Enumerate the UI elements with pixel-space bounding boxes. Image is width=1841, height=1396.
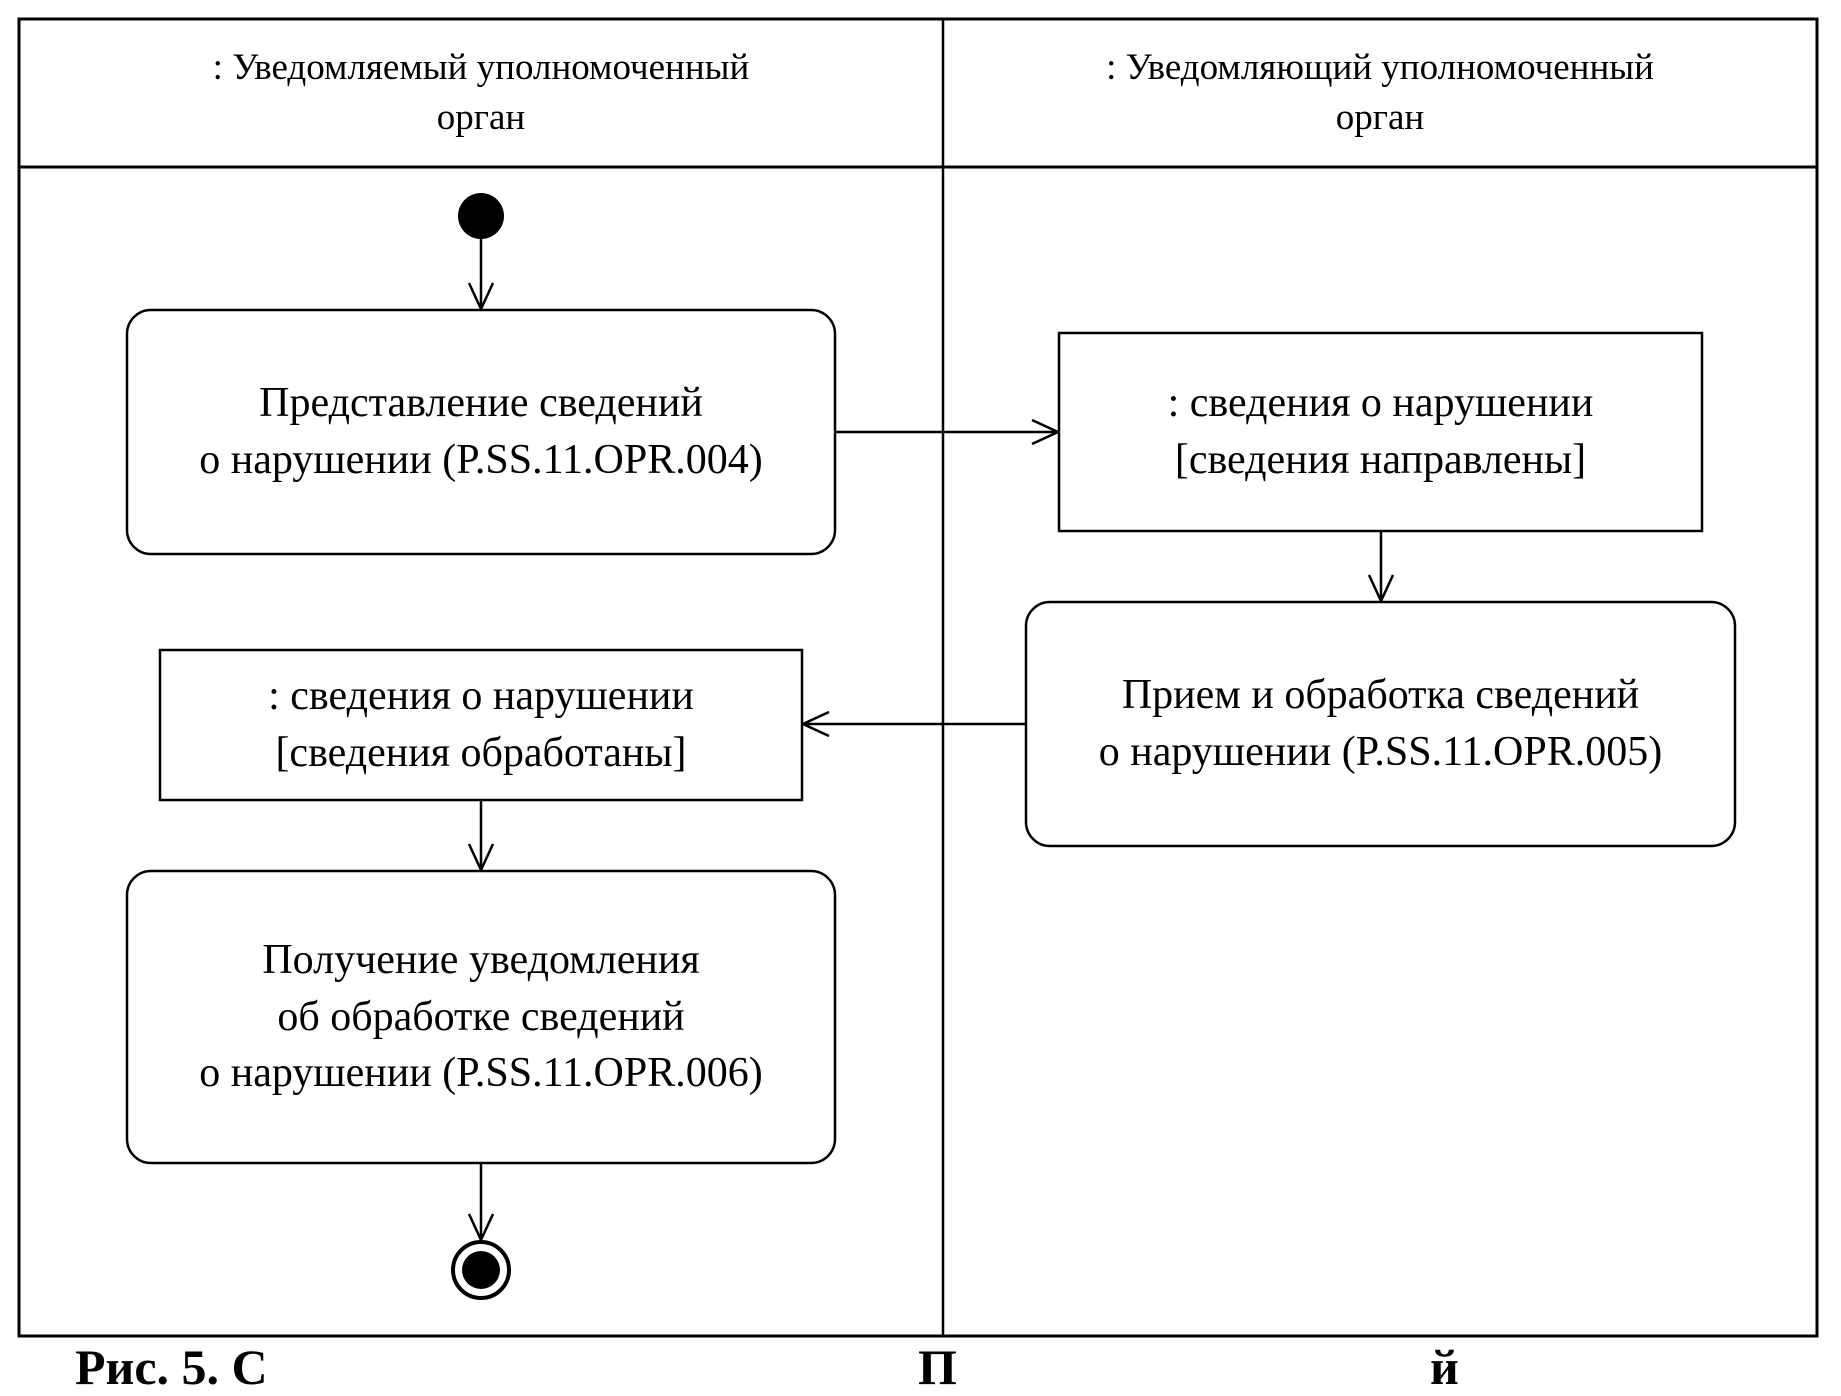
diagram-frame	[17, 17, 1819, 1338]
lane-header-line2: орган	[1335, 96, 1425, 138]
label-line: Получение уведомления	[262, 936, 700, 983]
lane-header-notified: : Уведомляемый уполномоченный орган	[19, 30, 943, 155]
label-line: Представление сведений	[259, 380, 703, 427]
object-2-shape	[158, 648, 804, 802]
caption-fragment-mid: П	[918, 1339, 957, 1395]
label-line: о нарушении (P.SS.11.OPR.004)	[199, 437, 763, 483]
action-3-label: Получение уведомления об обработке сведе…	[127, 871, 835, 1163]
lane-header-line2: орган	[436, 96, 526, 138]
action-2-label: Прием и обработка сведений о нарушении (…	[1026, 602, 1735, 846]
label-line: [сведения обработаны]	[275, 730, 687, 776]
label-line: о нарушении (P.SS.11.OPR.005)	[1098, 729, 1663, 775]
label-line: [сведения направлены]	[1174, 437, 1587, 483]
lane-header-line1: : Уведомляющий уполномоченный	[1106, 46, 1654, 88]
final-node	[451, 1240, 511, 1300]
label-line: : сведения о нарушении	[268, 673, 694, 720]
object-1-label: : сведения о нарушении [сведения направл…	[1059, 333, 1702, 531]
initial-node	[458, 193, 504, 239]
label-line: о нарушении (P.SS.11.OPR.006)	[199, 1050, 763, 1097]
label-line: : сведения о нарушении	[1167, 380, 1594, 427]
lane-header-notifying: : Уведомляющий уполномоченный орган	[943, 30, 1817, 155]
lane-header-line1: : Уведомляемый уполномоченный	[212, 46, 750, 88]
caption-fragment-right: й	[1430, 1339, 1459, 1395]
activity-diagram	[17, 17, 1819, 1338]
caption-fragment-left: Рис. 5. С	[75, 1339, 268, 1395]
object-2-label: : сведения о нарушении [сведения обработ…	[160, 650, 802, 800]
action-1-label: Представление сведений о нарушении (P.SS…	[127, 310, 835, 554]
label-line: Прием и обработка сведений	[1121, 672, 1640, 719]
label-line: об обработке сведений	[277, 993, 685, 1040]
